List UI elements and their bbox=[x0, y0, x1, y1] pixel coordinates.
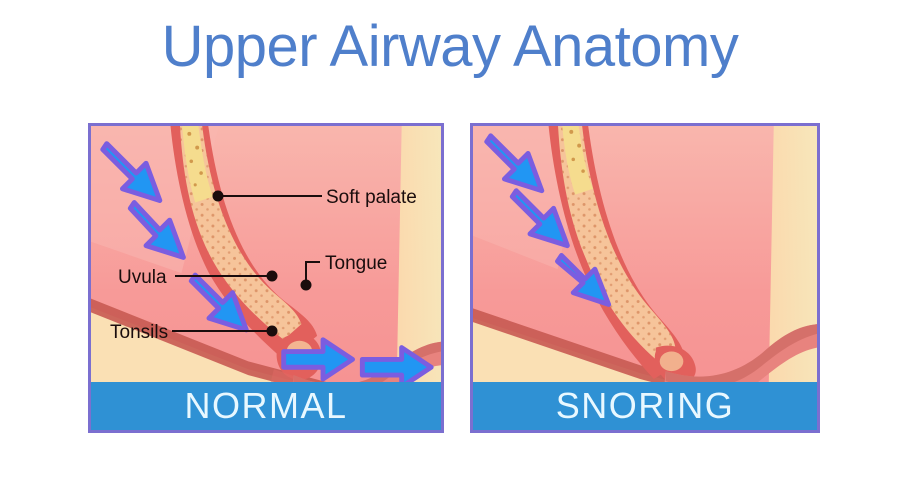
airflow-arrow-2 bbox=[509, 188, 570, 249]
soft-palate-core bbox=[562, 126, 593, 195]
caption-label-normal: NORMAL bbox=[184, 385, 348, 426]
airflow-arrow-1 bbox=[484, 133, 545, 194]
caption-label-snoring: SNORING bbox=[555, 385, 735, 426]
soft-palate-core bbox=[182, 126, 213, 203]
soft-palate-texture bbox=[179, 126, 302, 340]
airflow-arrow-1 bbox=[100, 141, 163, 203]
tongue-shade bbox=[665, 324, 817, 389]
airflow-arrow-3 bbox=[555, 252, 612, 307]
airflow-arrow-2 bbox=[127, 200, 186, 260]
airflow-arrow-5 bbox=[359, 345, 434, 390]
soft-palate-core-speckles bbox=[569, 129, 585, 173]
soft-palate-core-speckles bbox=[187, 131, 203, 187]
airflow-arrow-3 bbox=[188, 272, 249, 333]
airflow-arrows bbox=[100, 141, 434, 390]
caption-bar-snoring: SNORING bbox=[473, 382, 817, 430]
page-title: Upper Airway Anatomy bbox=[161, 14, 739, 79]
panel-snoring: SNORING bbox=[470, 123, 820, 433]
panel-normal: NORMAL bbox=[88, 123, 444, 433]
airflow-arrow-4 bbox=[281, 337, 355, 382]
uvula-inner bbox=[659, 351, 684, 372]
caption-bar-normal: NORMAL bbox=[91, 382, 441, 430]
airflow-arrows bbox=[484, 133, 612, 307]
